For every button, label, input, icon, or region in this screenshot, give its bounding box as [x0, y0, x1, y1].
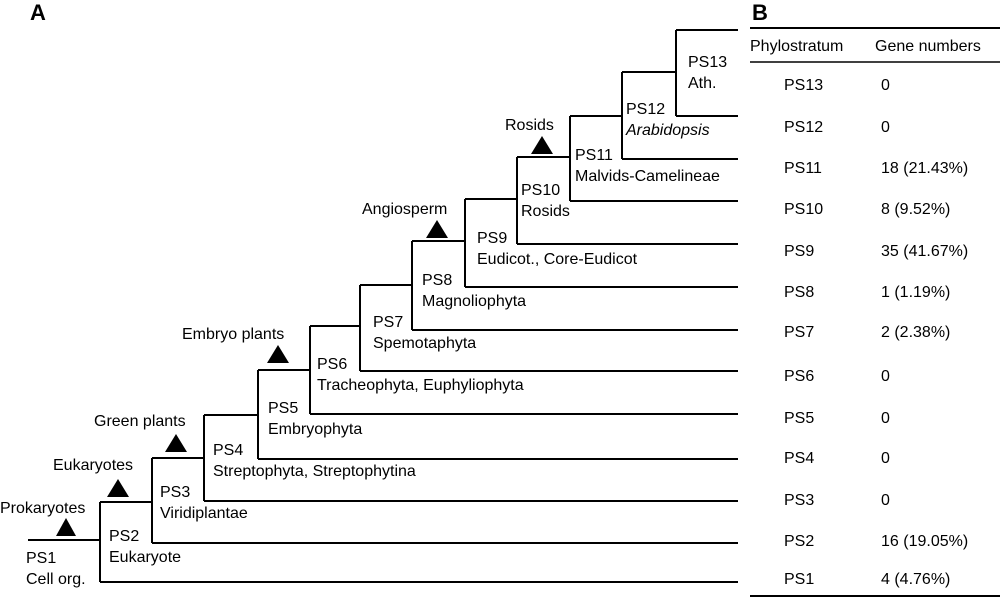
- node-ps2-taxon: Eukaryote: [109, 549, 181, 566]
- node-ps8-taxon: Magnoliophyta: [422, 293, 526, 310]
- node-ps4-taxon: Streptophyta, Streptophytina: [213, 463, 416, 480]
- table-cell-gene-numbers: 0: [881, 492, 890, 509]
- table-cell-gene-numbers: 16 (19.05%): [881, 533, 968, 550]
- table-cell-gene-numbers: 0: [881, 450, 890, 467]
- node-ps7-taxon: Spemotaphyta: [373, 335, 476, 352]
- event-label-embryo-plants: Embryo plants: [182, 326, 284, 343]
- node-ps6-taxon: Tracheophyta, Euphyliophyta: [317, 377, 524, 394]
- node-ps1-name: PS1: [26, 550, 56, 567]
- triangle-marker-icon: [267, 345, 289, 363]
- table-cell-gene-numbers: 8 (9.52%): [881, 201, 950, 218]
- table-cell-phylostratum: PS7: [784, 324, 814, 341]
- table-cell-phylostratum: PS3: [784, 492, 814, 509]
- panel-b-label: B: [752, 0, 768, 25]
- triangle-marker-icon: [426, 220, 448, 238]
- node-ps5-taxon: Embryophyta: [268, 421, 362, 438]
- node-ps4-name: PS4: [213, 442, 243, 459]
- table-cell-gene-numbers: 35 (41.67%): [881, 243, 968, 260]
- node-ps10-name: PS10: [521, 182, 560, 199]
- cladogram: [28, 29, 738, 583]
- table-cell-phylostratum: PS11: [784, 160, 822, 177]
- node-ps3-name: PS3: [160, 484, 190, 501]
- table-cell-gene-numbers: 0: [881, 77, 890, 94]
- node-ps12-name: PS12: [626, 101, 665, 118]
- table-cell-gene-numbers: 2 (2.38%): [881, 324, 950, 341]
- column-header-phylostratum: Phylostratum: [750, 38, 843, 55]
- table-cell-phylostratum: PS2: [784, 533, 814, 550]
- table-cell-phylostratum: PS9: [784, 243, 814, 260]
- table-cell-gene-numbers: 4 (4.76%): [881, 571, 950, 588]
- node-ps11-taxon: Malvids-Camelineae: [575, 168, 720, 185]
- table-cell-gene-numbers: 18 (21.43%): [881, 160, 968, 177]
- triangle-marker-icon: [165, 434, 187, 452]
- node-ps6-name: PS6: [317, 356, 347, 373]
- node-ps11-name: PS11: [575, 147, 613, 164]
- node-ps2-name: PS2: [109, 528, 139, 545]
- table-cell-phylostratum: PS12: [784, 119, 823, 136]
- node-ps9-name: PS9: [477, 230, 507, 247]
- node-ps1-taxon: Cell org.: [26, 571, 86, 588]
- node-ps8-name: PS8: [422, 272, 452, 289]
- event-label-eukaryotes: Eukaryotes: [53, 457, 133, 474]
- triangle-marker-icon: [56, 518, 76, 536]
- column-header-gene-numbers: Gene numbers: [875, 38, 981, 55]
- event-label-rosids: Rosids: [505, 117, 554, 134]
- node-ps13-taxon: Ath.: [688, 75, 716, 92]
- node-ps5-name: PS5: [268, 400, 298, 417]
- table-cell-phylostratum: PS8: [784, 284, 814, 301]
- event-markers: Prokaryotes Eukaryotes Green plants Embr…: [0, 117, 554, 536]
- panel-a-label: A: [30, 0, 46, 25]
- node-ps3-taxon: Viridiplantae: [160, 505, 248, 522]
- table-cell-gene-numbers: 1 (1.19%): [881, 284, 950, 301]
- event-label-prokaryotes: Prokaryotes: [0, 500, 85, 517]
- table-cell-gene-numbers: 0: [881, 410, 890, 427]
- table-cell-phylostratum: PS10: [784, 201, 823, 218]
- node-labels: PS1 Cell org. PS2 Eukaryote PS3 Viridipl…: [26, 54, 727, 588]
- table-cell-phylostratum: PS6: [784, 368, 814, 385]
- table-cell-phylostratum: PS5: [784, 410, 814, 427]
- table-cell-phylostratum: PS1: [784, 571, 814, 588]
- table-cell-gene-numbers: 0: [881, 119, 890, 136]
- triangle-marker-icon: [531, 136, 553, 154]
- triangle-marker-icon: [107, 479, 129, 497]
- table-cell-phylostratum: PS13: [784, 77, 823, 94]
- node-ps12-taxon: Arabidopsis: [625, 122, 710, 139]
- node-ps13-name: PS13: [688, 54, 727, 71]
- node-ps7-name: PS7: [373, 314, 403, 331]
- node-ps9-taxon: Eudicot., Core-Eudicot: [477, 251, 638, 268]
- event-label-green-plants: Green plants: [94, 413, 186, 430]
- node-ps10-taxon: Rosids: [521, 203, 570, 220]
- table-cell-phylostratum: PS4: [784, 450, 814, 467]
- event-label-angiosperm: Angiosperm: [362, 201, 447, 218]
- table-cell-gene-numbers: 0: [881, 368, 890, 385]
